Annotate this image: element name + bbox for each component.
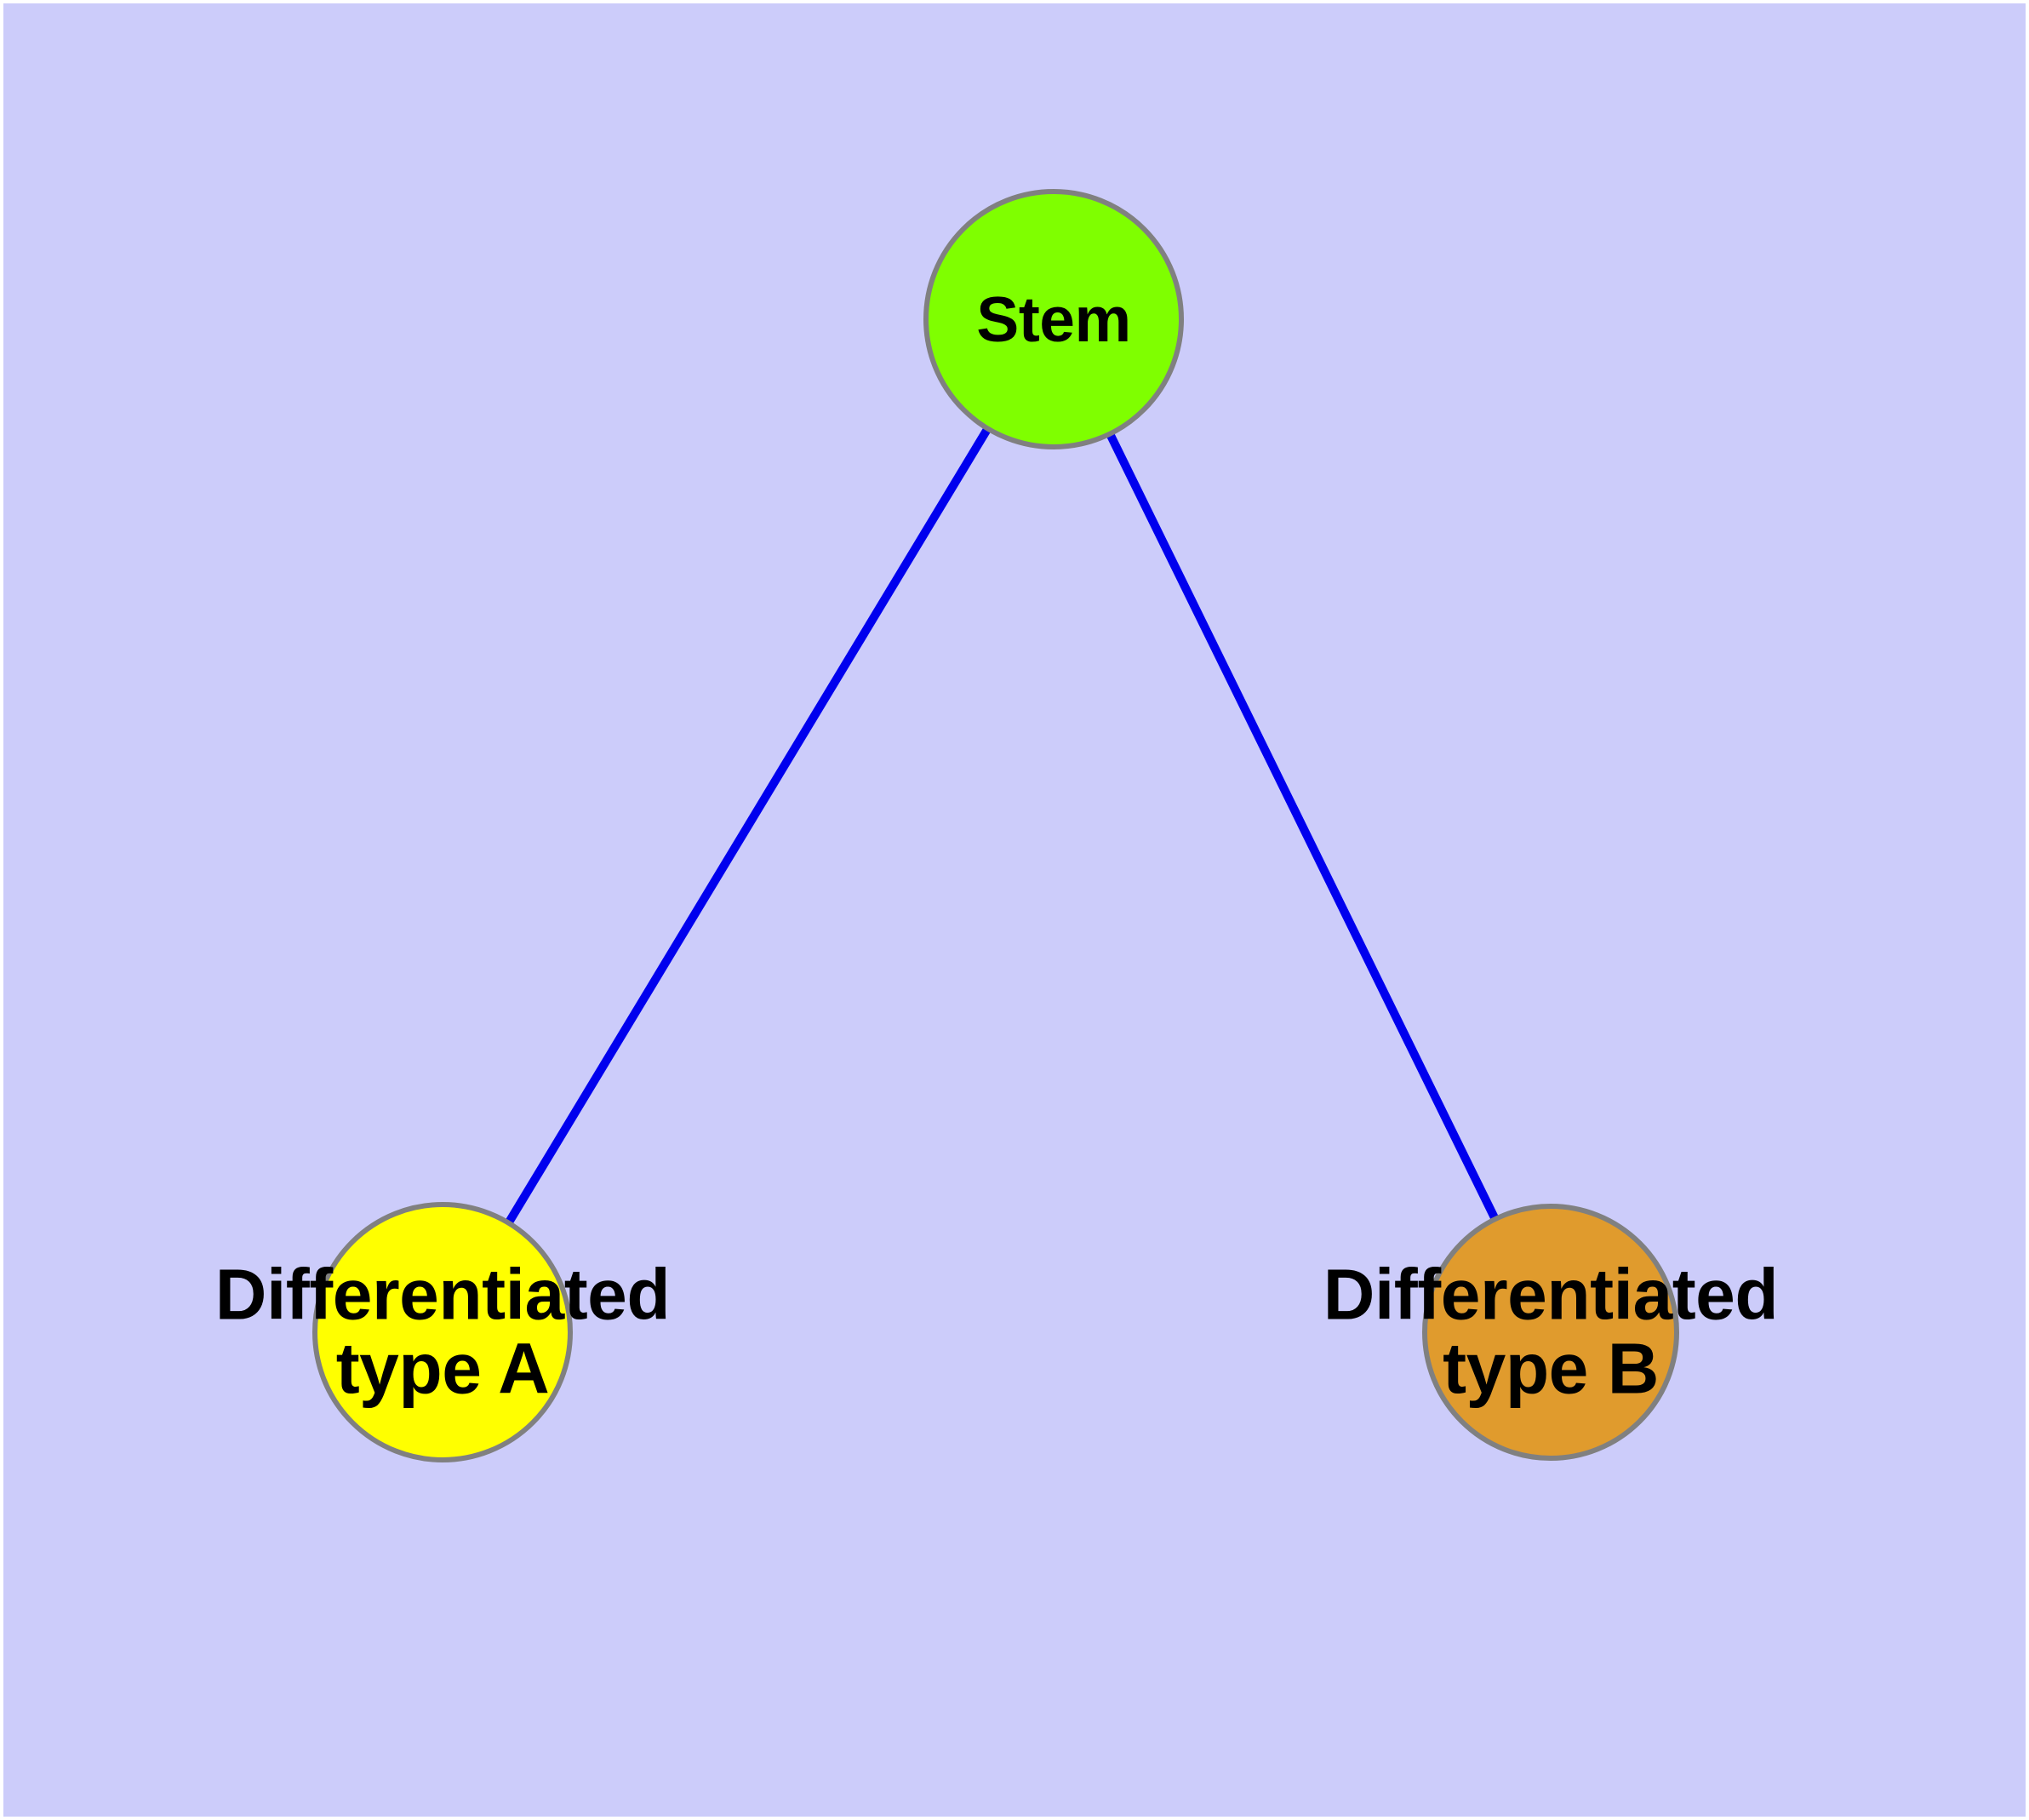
node-stem[interactable] [923,189,1184,449]
node-layer [312,189,1679,1462]
edge-stem-to-diff-b [1049,317,1555,1335]
node-diff-b[interactable] [1422,1204,1679,1461]
node-diff-a[interactable] [312,1202,573,1462]
edge-layer [438,317,1555,1335]
edge-stem-to-diff-a [438,317,1058,1335]
